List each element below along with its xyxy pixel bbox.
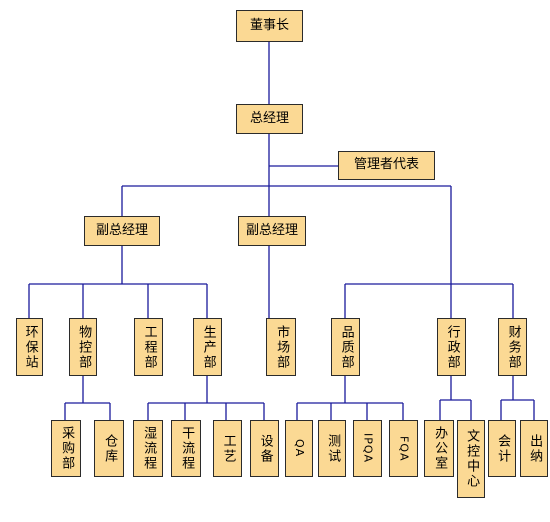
vice-gm-middle-box: 副总经理	[238, 216, 306, 246]
management-rep-label: 管理者代表	[353, 157, 419, 173]
dept-huanbao-box: 环保站	[16, 318, 43, 376]
dept-pinzhi-label: 品质部	[338, 324, 354, 370]
sub-caigou-box: 采购部	[51, 420, 81, 477]
dept-huanbao-label: 环保站	[22, 324, 38, 370]
sub-fqa-box: FQA	[389, 420, 418, 477]
dept-shichang-box: 市场部	[266, 318, 296, 376]
dept-wukong-label: 物控部	[76, 324, 92, 370]
dept-xingzheng-box: 行政部	[437, 318, 466, 376]
vice-gm-left-box: 副总经理	[84, 216, 160, 246]
sub-cangku-label: 仓库	[102, 433, 118, 464]
sub-shebei-box: 设备	[250, 420, 279, 477]
management-rep-box: 管理者代表	[338, 151, 435, 180]
dept-wukong-box: 物控部	[69, 318, 97, 376]
dept-gongcheng-box: 工程部	[134, 318, 163, 376]
sub-qa-box: QA	[285, 420, 313, 477]
vice-gm-left-label: 副总经理	[95, 222, 148, 238]
sub-bangongshi-label: 办公室	[432, 426, 448, 471]
chairman-box: 董事长	[236, 10, 303, 42]
sub-bangongshi-box: 办公室	[424, 420, 454, 477]
dept-caiwu-box: 财务部	[498, 318, 527, 376]
dept-shichang-label: 市场部	[274, 324, 290, 370]
sub-cangku-box: 仓库	[94, 420, 124, 477]
dept-pinzhi-box: 品质部	[331, 318, 360, 376]
sub-ceshi-box: 测试	[318, 420, 346, 477]
sub-shiliucheng-label: 湿流程	[141, 426, 157, 471]
sub-qa-label: QA	[292, 439, 306, 458]
dept-xingzheng-label: 行政部	[444, 324, 460, 370]
sub-wenkong-box: 文控中心	[457, 420, 485, 498]
sub-shebei-label: 设备	[257, 433, 273, 464]
sub-wenkong-label: 文控中心	[464, 429, 480, 489]
dept-caiwu-label: 财务部	[505, 324, 521, 370]
sub-ganliucheng-label: 干流程	[179, 426, 195, 471]
sub-kuaiji-label: 会计	[495, 433, 511, 464]
sub-gongyi-box: 工艺	[213, 420, 242, 477]
sub-chuna-label: 出纳	[527, 433, 543, 464]
sub-ipqa-box: IPQA	[353, 420, 382, 477]
general-manager-label: 总经理	[249, 110, 289, 126]
vice-gm-middle-label: 副总经理	[245, 222, 298, 238]
sub-gongyi-label: 工艺	[220, 433, 236, 464]
sub-ganliucheng-box: 干流程	[171, 420, 201, 477]
dept-shengchan-label: 生产部	[200, 324, 216, 370]
sub-caigou-label: 采购部	[59, 426, 75, 471]
sub-fqa-label: FQA	[397, 435, 411, 462]
dept-gongcheng-label: 工程部	[141, 324, 157, 370]
dept-shengchan-box: 生产部	[193, 318, 222, 376]
sub-shiliucheng-box: 湿流程	[133, 420, 163, 477]
sub-ipqa-label: IPQA	[361, 433, 375, 464]
sub-kuaiji-box: 会计	[488, 420, 516, 477]
sub-chuna-box: 出纳	[520, 420, 548, 477]
chairman-label: 董事长	[249, 17, 289, 33]
general-manager-box: 总经理	[236, 104, 303, 134]
sub-ceshi-label: 测试	[325, 433, 341, 464]
